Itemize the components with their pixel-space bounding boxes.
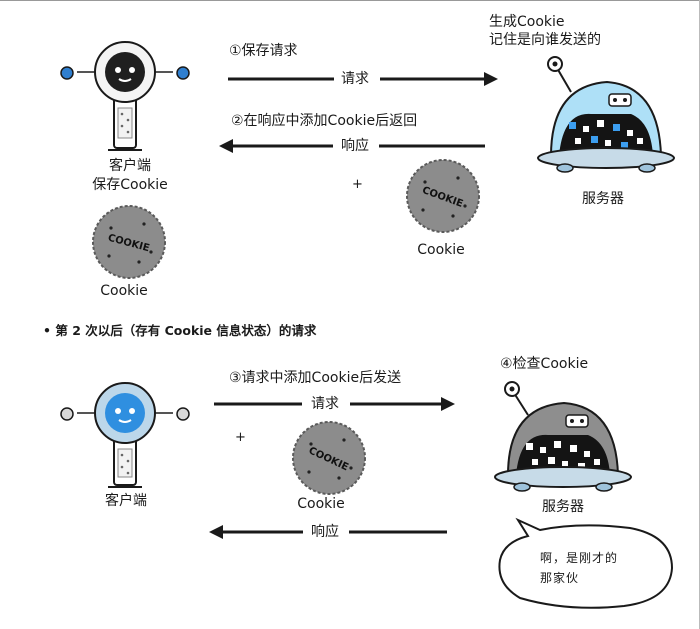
response-cookie-label: Cookie: [417, 242, 465, 258]
step4-label: ④检查Cookie: [500, 356, 589, 372]
server-note-line1: 生成Cookie: [489, 14, 565, 30]
request-cookie-icon: COOKIE: [292, 421, 366, 495]
step1-label: ①保存请求: [229, 43, 298, 59]
response-label-1: 响应: [341, 138, 369, 154]
client-robot-icon: [60, 41, 190, 151]
plus-sign-1: +: [352, 177, 363, 192]
step2-label: ②在响应中添加Cookie后返回: [231, 113, 418, 129]
plus-sign-2: +: [235, 430, 246, 445]
client-cookie-label: Cookie: [100, 283, 148, 299]
server-label-1: 服务器: [582, 191, 624, 207]
client-cookie-icon: COOKIE: [92, 205, 166, 279]
server-icon: [537, 56, 675, 173]
request-label-2: 请求: [311, 396, 339, 412]
section2-heading: • 第 2 次以后（存有 Cookie 信息状态）的请求: [43, 323, 317, 338]
step3-label: ③请求中添加Cookie后发送: [229, 370, 402, 386]
client-label-line2: 保存Cookie: [92, 177, 168, 193]
frame-top-border: [0, 0, 700, 1]
response-label-2: 响应: [311, 524, 339, 540]
response-cookie-icon: COOKIE: [406, 159, 480, 233]
request-cookie-label: Cookie: [297, 496, 345, 512]
client-label-line1: 客户端: [109, 158, 151, 174]
request-label-1: 请求: [341, 71, 369, 87]
speech-line1: 啊，是刚才的: [540, 551, 619, 565]
server-icon-2: [494, 381, 632, 492]
speech-line2: 那家伙: [540, 571, 580, 585]
client-label-2: 客户端: [105, 493, 147, 509]
server-label-2: 服务器: [542, 499, 584, 515]
client-robot-icon-2: [60, 382, 190, 488]
server-note-line2: 记住是向谁发送的: [489, 32, 601, 48]
